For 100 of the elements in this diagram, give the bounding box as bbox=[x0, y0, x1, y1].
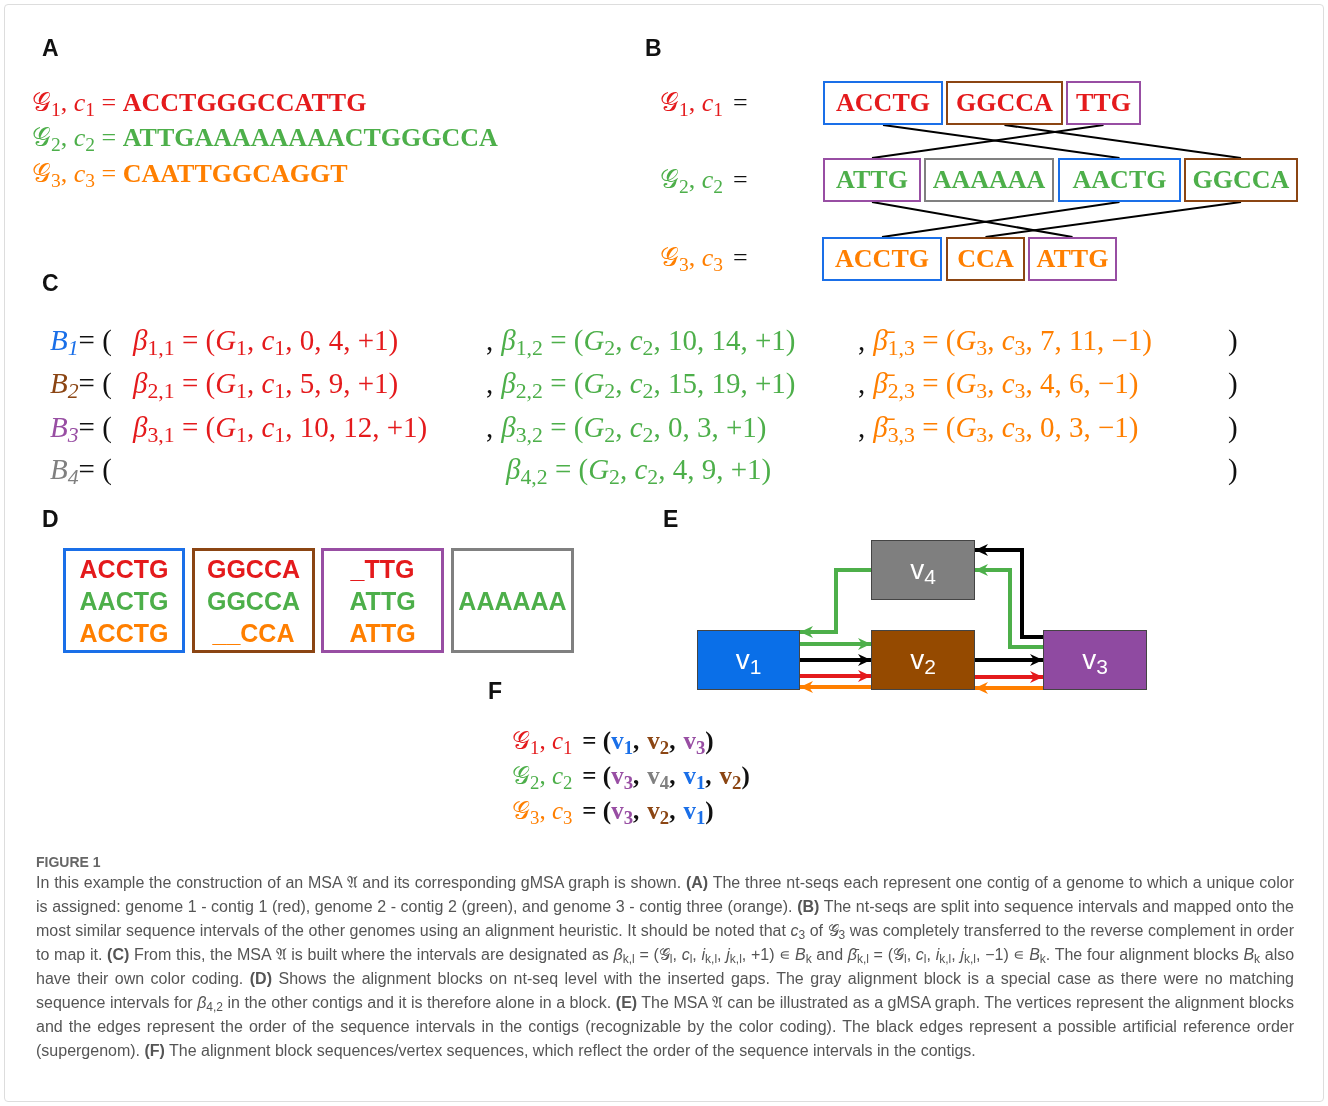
closing-paren: ) bbox=[705, 796, 714, 827]
closing-paren: ) bbox=[705, 726, 714, 757]
equals-paren: = ( bbox=[78, 410, 112, 445]
alignment-block bbox=[451, 548, 574, 653]
connector-line bbox=[1003, 124, 1242, 159]
sequence-equation: 𝒢$_{1}$, c$_{1}$ = ACCTGGGCCATTG bbox=[32, 87, 367, 120]
comma: , bbox=[669, 796, 676, 826]
sequence-interval-box bbox=[1028, 237, 1117, 281]
sequence-interval-box bbox=[823, 158, 921, 202]
comma: , bbox=[705, 761, 712, 791]
panel-letter: E bbox=[663, 505, 679, 534]
comma: , bbox=[486, 366, 494, 401]
sequence-text: AAAAAA bbox=[932, 167, 1046, 193]
comma: , bbox=[669, 761, 676, 791]
sequence-interval-box bbox=[924, 158, 1054, 202]
arrow bbox=[975, 671, 1043, 683]
sequence-text: ACCTG bbox=[79, 553, 169, 585]
equals-paren: = ( bbox=[78, 323, 112, 358]
closing-paren: ) bbox=[1228, 366, 1238, 401]
comma: , bbox=[858, 410, 866, 445]
sequence-interval-box bbox=[946, 81, 1063, 125]
contig-label: 𝒢$_{3}$, c$_{3}$ bbox=[512, 796, 573, 828]
sequence-interval-box bbox=[1184, 158, 1298, 202]
vertex-name: v$_{3}$ bbox=[611, 796, 634, 828]
closing-paren: ) bbox=[1228, 452, 1238, 487]
block-name: B$_{2}$ bbox=[50, 366, 79, 403]
connector-line bbox=[881, 201, 1121, 238]
arrow bbox=[975, 682, 1043, 694]
comma: , bbox=[486, 323, 494, 358]
interval-formula: β$_{2,2}$ = (G$_{2}$, c$_{2}$, 15, 19, +1) bbox=[501, 366, 796, 403]
sequence-equation: 𝒢$_{2}$, c$_{2}$ = ATTGAAAAAAAACTGGGCCA bbox=[32, 122, 498, 155]
alignment-block bbox=[192, 548, 315, 653]
figure-label: FIGURE 1 bbox=[36, 853, 101, 871]
panel-letter: B bbox=[645, 34, 662, 63]
sequence-text: GGCCA bbox=[206, 585, 301, 617]
interval-formula: β$_{2,1}$ = (G$_{1}$, c$_{1}$, 5, 9, +1) bbox=[133, 366, 399, 403]
panel-letter: A bbox=[42, 34, 59, 63]
vertex-box bbox=[871, 540, 975, 600]
closing-paren: ) bbox=[741, 761, 750, 792]
comma: , bbox=[858, 366, 866, 401]
panel-letter: C bbox=[42, 269, 59, 298]
connector-line bbox=[984, 201, 1242, 238]
sequence-interval-box bbox=[1058, 158, 1181, 202]
panel-letter: D bbox=[42, 505, 59, 534]
interval-formula: β$_{1,2}$ = (G$_{2}$, c$_{2}$, 10, 14, +1) bbox=[501, 323, 796, 360]
vertex-name: v$_{3}$ bbox=[683, 726, 706, 758]
vertex-box bbox=[871, 630, 975, 690]
arrow bbox=[975, 544, 1043, 639]
equals-sign: = bbox=[733, 242, 748, 274]
interval-formula: β̄$_{3,3}$ = (G$_{3}$, c$_{3}$, 0, 3, −1) bbox=[873, 410, 1139, 447]
interval-formula: β̄$_{2,3}$ = (G$_{3}$, c$_{3}$, 4, 6, −1) bbox=[873, 366, 1139, 403]
equals-paren: = ( bbox=[78, 452, 112, 487]
sequence-text: GGCCA bbox=[956, 90, 1053, 116]
comma: , bbox=[486, 410, 494, 445]
interval-formula: β$_{4,2}$ = (G$_{2}$, c$_{2}$, 4, 9, +1) bbox=[506, 452, 772, 489]
arrow bbox=[975, 564, 1043, 649]
sequence-text: _TTG bbox=[350, 553, 415, 585]
interval-formula: β$_{1,1}$ = (G$_{1}$, c$_{1}$, 0, 4, +1) bbox=[133, 323, 399, 360]
comma: , bbox=[858, 323, 866, 358]
vertex-name: v$_{2}$ bbox=[647, 726, 670, 758]
equals-paren: = ( bbox=[582, 796, 612, 826]
interval-formula: β̄$_{1,3}$ = (G$_{3}$, c$_{3}$, 7, 11, −1) bbox=[873, 323, 1152, 360]
arrow bbox=[800, 681, 871, 693]
contig-label: 𝒢$_{1}$, c$_{1}$ bbox=[660, 87, 724, 120]
sequence-text: GGCCA bbox=[206, 553, 301, 585]
alignment-block bbox=[321, 548, 444, 653]
sequence-interval-box bbox=[823, 81, 943, 125]
vertex-name: v$_{2}$ bbox=[719, 761, 742, 793]
equals-paren: = ( bbox=[78, 366, 112, 401]
arrow bbox=[975, 654, 1043, 666]
sequence-text: __CCA bbox=[212, 617, 295, 649]
sequence-interval-box bbox=[822, 237, 942, 281]
connector-line bbox=[871, 201, 1074, 238]
vertex-name: v$_{1}$ bbox=[611, 726, 634, 758]
contig-label: 𝒢$_{2}$, c$_{2}$ bbox=[512, 761, 573, 793]
equals-sign: = bbox=[733, 164, 748, 196]
equals-paren: = ( bbox=[582, 726, 612, 756]
block-name: B$_{4}$ bbox=[50, 452, 79, 489]
vertex-label: v$_{2}$ bbox=[910, 646, 936, 674]
vertex-label: v$_{3}$ bbox=[1082, 646, 1108, 674]
sequence-equation: 𝒢$_{3}$, c$_{3}$ = CAATTGGCAGGT bbox=[32, 158, 348, 191]
sequence-text: GGCCA bbox=[1192, 167, 1290, 193]
sequence-text: TTG bbox=[1076, 90, 1131, 116]
vertex-box bbox=[697, 630, 800, 690]
comma: , bbox=[633, 726, 640, 756]
vertex-label: v$_{1}$ bbox=[735, 646, 762, 674]
vertex-name: v$_{4}$ bbox=[647, 761, 670, 793]
closing-paren: ) bbox=[1228, 410, 1238, 445]
sequence-text: AACTG bbox=[79, 585, 169, 617]
sequence-text: ACCTG bbox=[79, 617, 169, 649]
sequence-text: AACTG bbox=[1072, 167, 1167, 193]
interval-formula: β$_{3,1}$ = (G$_{1}$, c$_{1}$, 10, 12, +1) bbox=[133, 410, 428, 447]
arrow bbox=[800, 638, 871, 650]
comma: , bbox=[633, 761, 640, 791]
comma: , bbox=[669, 726, 676, 756]
block-name: B$_{1}$ bbox=[50, 323, 79, 360]
sequence-interval-box bbox=[946, 237, 1025, 281]
sequence-text: ATTG bbox=[836, 167, 908, 193]
vertex-name: v$_{3}$ bbox=[611, 761, 634, 793]
panel-letter: F bbox=[488, 677, 503, 706]
